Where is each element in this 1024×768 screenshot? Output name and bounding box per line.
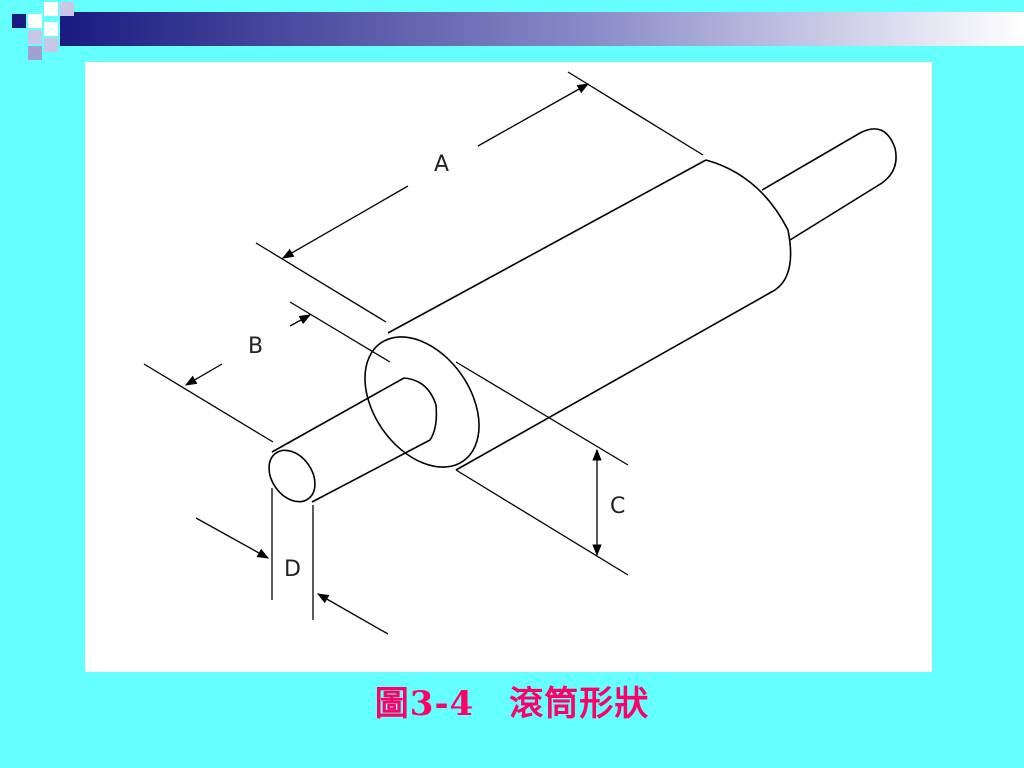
- figure-caption: 圖3-4 滾筒形狀: [374, 684, 650, 724]
- dimension-label-a: A: [434, 152, 449, 177]
- dimension-lines: [143, 71, 704, 635]
- dimension-label-c: C: [610, 494, 625, 519]
- dimension-label-b: B: [248, 334, 263, 359]
- figure-panel: A B C D: [85, 62, 932, 672]
- roller-outline: [268, 128, 897, 503]
- title-bar-decoration: [12, 2, 1024, 60]
- roller-diagram: A B C D: [143, 71, 897, 635]
- dimension-label-d: D: [284, 557, 301, 582]
